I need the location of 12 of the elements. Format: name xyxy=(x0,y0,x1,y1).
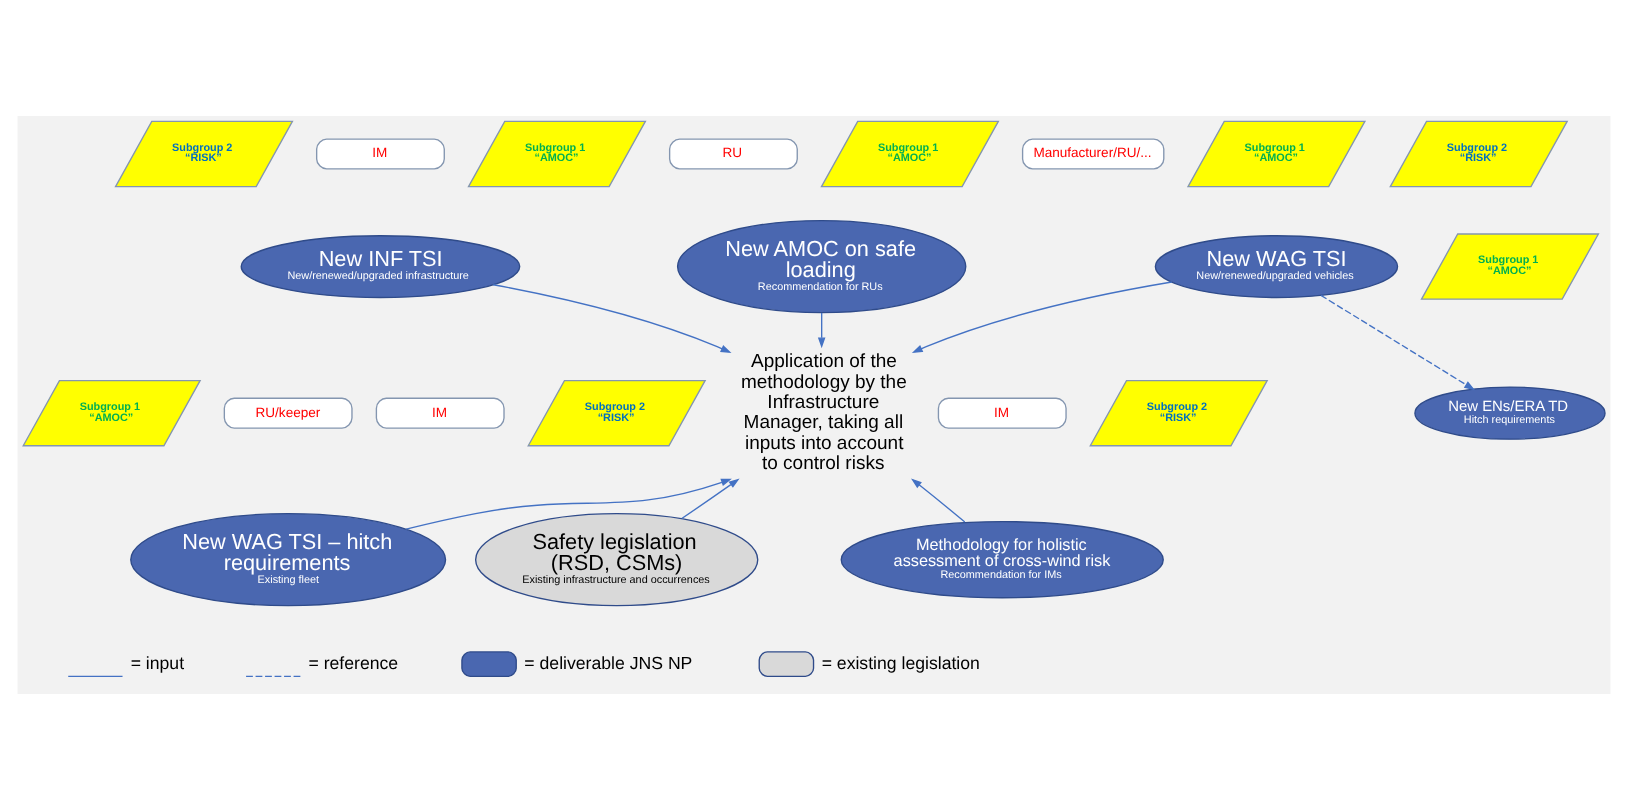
legend-label: = deliverable JNS NP xyxy=(524,652,693,673)
arrow xyxy=(911,281,1173,354)
arrow xyxy=(911,478,966,523)
arrow xyxy=(405,478,732,530)
legend-label: = reference xyxy=(308,652,399,673)
arrow xyxy=(681,478,740,520)
node-text: Application of the methodology by the Infrastructure Manager, taking all inputs into account to control risks xyxy=(740,351,907,476)
arrow xyxy=(1320,294,1476,391)
legend-label: = input xyxy=(130,652,185,673)
arrow xyxy=(492,284,732,354)
arrow xyxy=(817,312,826,349)
legend-label: = existing legislation xyxy=(821,652,980,673)
